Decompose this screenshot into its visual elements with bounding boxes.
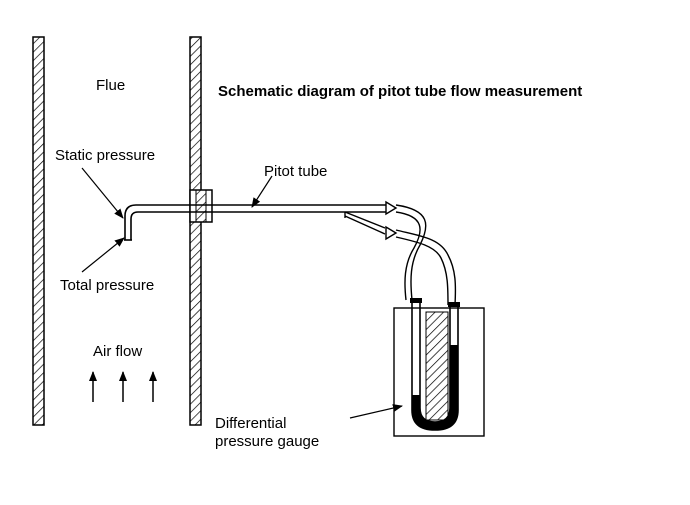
leader-lines [81, 167, 403, 419]
label-pitot-tube: Pitot tube [264, 163, 327, 180]
differential-pressure-gauge [393, 298, 485, 437]
air-flow-arrows [89, 371, 157, 402]
label-static-pressure: Static pressure [55, 147, 155, 164]
pitot-tube [124, 204, 388, 241]
label-air-flow: Air flow [93, 343, 142, 360]
tube-connectors [385, 200, 398, 241]
flue-right-wall [189, 36, 202, 426]
flexible-hoses [395, 204, 457, 306]
label-flue: Flue [96, 77, 125, 94]
label-total-pressure: Total pressure [60, 277, 154, 294]
label-gauge-line1: Differential [215, 415, 286, 432]
flue-left-wall [32, 36, 45, 426]
diagram-title: Schematic diagram of pitot tube flow mea… [218, 83, 582, 100]
wall-fitting [189, 189, 213, 223]
label-gauge-line2: pressure gauge [215, 433, 319, 450]
